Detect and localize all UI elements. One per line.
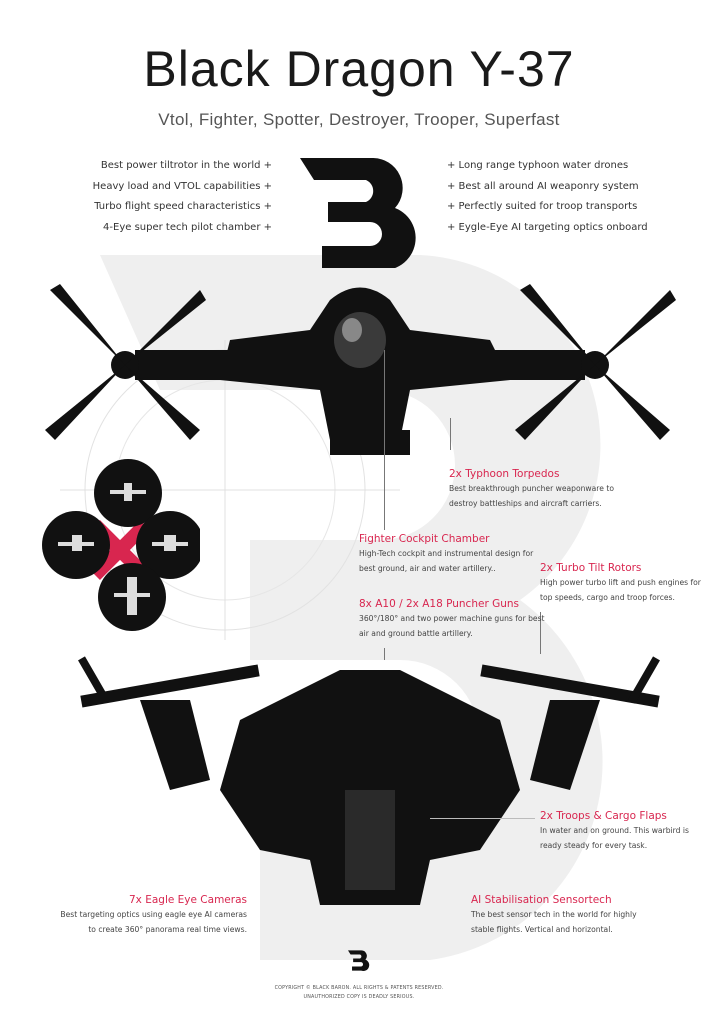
feature-list-left: Best power tiltrotor in the world + Heav… (93, 156, 272, 238)
feature-item: + Eygle-Eye AI targeting optics onboard (447, 221, 648, 233)
callout-torpedos: 2x Typhoon Torpedos Best breakthrough pu… (449, 468, 614, 508)
aircraft-front-view (45, 284, 676, 455)
footer-logo (348, 950, 370, 971)
feature-item: + Best all around AI weaponry system (447, 180, 639, 192)
callout-cameras: 7x Eagle Eye Cameras Best targeting opti… (60, 894, 247, 934)
page-title: Black Dragon Y-37 (143, 41, 575, 97)
feature-item: + Perfectly suited for troop transports (447, 201, 638, 212)
callout-line (384, 648, 385, 660)
callout-line (384, 350, 385, 530)
feature-list-right: + Long range typhoon water drones + Best… (447, 156, 648, 238)
callout-flaps: 2x Troops & Cargo Flaps In water and on … (540, 810, 689, 850)
views-diagram (42, 459, 200, 631)
callout-sensor: AI Stabilisation Sensortech The best sen… (471, 894, 637, 934)
feature-item: Heavy load and VTOL capabilities + (92, 180, 272, 192)
feature-item: Best power tiltrotor in the world + (100, 160, 272, 171)
callout-guns: 8x A10 / 2x A18 Puncher Guns 360°/180° a… (359, 598, 545, 638)
copyright: COPYRIGHT © BLACK BARON. ALL RIGHTS & PA… (274, 986, 444, 1000)
feature-item: + Long range typhoon water drones (447, 160, 629, 171)
aircraft-rear-view (78, 656, 660, 905)
brand-logo (300, 158, 416, 268)
callout-cockpit: Fighter Cockpit Chamber High-Tech cockpi… (359, 533, 534, 573)
callout-line (540, 612, 541, 654)
callout-line (450, 418, 451, 450)
callout-line (430, 818, 535, 819)
callout-rotors: 2x Turbo Tilt Rotors High power turbo li… (540, 562, 701, 602)
feature-item: Turbo flight speed characteristics + (94, 201, 272, 212)
page-subtitle: Vtol, Fighter, Spotter, Destroyer, Troop… (158, 110, 560, 129)
feature-item: 4-Eye super tech pilot chamber + (103, 221, 272, 233)
